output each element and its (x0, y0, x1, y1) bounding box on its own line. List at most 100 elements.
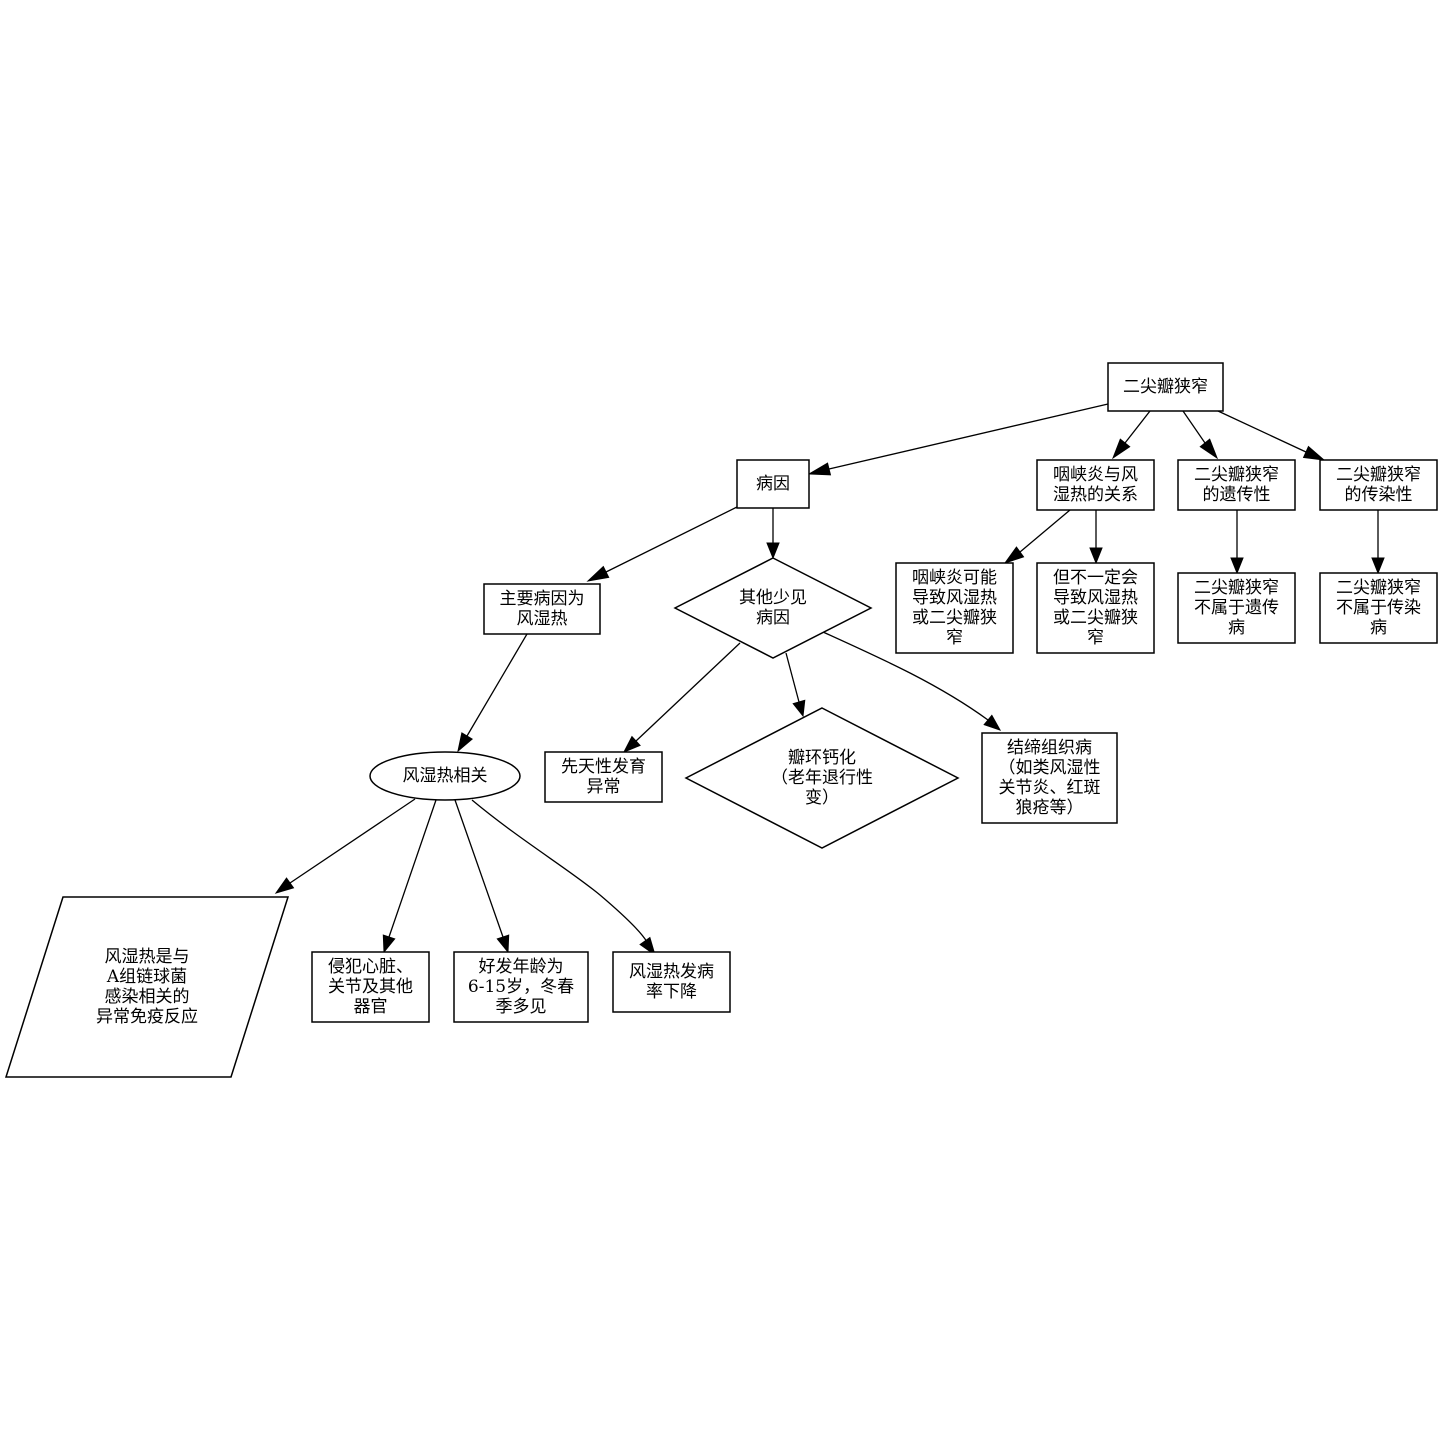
node-label-line: 率下降 (646, 982, 697, 1002)
arrowhead-icon (639, 936, 656, 957)
arrowhead-icon (382, 934, 396, 954)
edge-root-to-heredity (1182, 410, 1219, 460)
edge-root-to-cause (807, 403, 1109, 476)
arrowhead-icon (586, 565, 610, 582)
edge-line (605, 506, 738, 573)
edge-rheumatic-to-organs (382, 799, 437, 954)
node-box (311, 951, 430, 1023)
node-label-line: 导致风湿热 (912, 588, 997, 608)
node-box (1177, 572, 1296, 644)
node-label-line: 但不一定会 (1053, 568, 1138, 588)
edge-line (785, 652, 800, 703)
arrowhead-icon (1003, 546, 1025, 564)
node-label-line: 异常 (587, 777, 621, 797)
edge-line (466, 633, 528, 737)
arrowhead-icon (1089, 547, 1103, 565)
node-label-line: 窄 (946, 628, 963, 648)
arrowhead-icon (766, 542, 780, 560)
node-label-line: 风湿热 (517, 609, 568, 629)
edge-infectivity-to-not_infectious (1371, 510, 1385, 575)
node-box (895, 562, 1014, 654)
node-label-line: 二尖瓣狭窄 (1336, 578, 1421, 598)
edge-line (388, 799, 437, 938)
node-label-line: 的遗传性 (1203, 485, 1271, 505)
node-label-line: 不属于遗传 (1194, 598, 1279, 618)
node-label-line: 主要病因为 (500, 589, 585, 609)
edge-cause-to-other_cause (766, 508, 780, 560)
node-cause: 病因 (736, 459, 810, 509)
node-rheumatic: 风湿热相关 (369, 751, 521, 801)
node-box (612, 951, 731, 1013)
node-label-line: 季多见 (496, 997, 547, 1017)
edge-line (822, 631, 989, 721)
node-label-line: 不属于传染 (1336, 598, 1421, 618)
node-label-line: 病因 (756, 608, 790, 628)
node-label-line: 导致风湿热 (1053, 588, 1138, 608)
edge-line (635, 642, 741, 742)
edge-other_cause-to-congenital (622, 642, 741, 753)
node-label-line: 其他少见 (739, 588, 807, 608)
node-box (544, 751, 663, 803)
node-label-line: 侵犯心脏、 (328, 957, 413, 977)
node-label-line: 异常免疫反应 (96, 1007, 198, 1027)
edge-pharyngitis-to-pharyngitis_not (1089, 510, 1103, 565)
node-label-line: 风湿热是与 (105, 947, 190, 967)
edge-line (828, 403, 1109, 470)
node-label-line: 狼疮等） (1016, 798, 1084, 818)
edge-other_cause-to-calcification (785, 652, 806, 718)
node-label-line: 变） (805, 788, 839, 808)
node-label-line: 风湿热相关 (403, 766, 488, 786)
node-box (1036, 562, 1155, 654)
node-box (1036, 459, 1155, 511)
edge-line (1182, 410, 1206, 444)
node-label-line: 窄 (1087, 628, 1104, 648)
node-label-line: 病 (1228, 618, 1245, 638)
node-label-line: （如类风湿性 (999, 758, 1101, 778)
node-label-line: 瓣环钙化 (788, 748, 856, 768)
node-box (1177, 459, 1296, 511)
node-label-line: 感染相关的 (105, 987, 190, 1007)
nodes-layer: 二尖瓣狭窄病因咽峡炎与风湿热的关系二尖瓣狭窄的遗传性二尖瓣狭窄的传染性主要病因为… (4, 362, 1438, 1078)
node-diamond (684, 707, 960, 849)
node-label-line: 病 (1370, 618, 1387, 638)
edge-line (454, 799, 504, 938)
node-label-line: 6-15岁，冬春 (468, 977, 574, 997)
edge-rheumatic-to-decline (471, 799, 656, 957)
node-label-line: 或二尖瓣狭 (1053, 608, 1138, 628)
node-box (1319, 459, 1438, 511)
node-label-line: （老年退行性 (771, 768, 873, 788)
edge-line (1019, 509, 1071, 553)
edge-root-to-infectivity (1217, 410, 1326, 461)
node-diamond (673, 557, 873, 659)
arrowhead-icon (1371, 557, 1385, 575)
edge-cause-to-main_cause (586, 506, 738, 582)
arrowhead-icon (457, 732, 474, 753)
node-label-line: 关节及其他 (328, 977, 413, 997)
node-box (1319, 572, 1438, 644)
arrowhead-icon (983, 714, 1002, 731)
edges-layer (274, 403, 1385, 957)
arrowhead-icon (1111, 438, 1131, 460)
arrowhead-icon (1230, 557, 1244, 575)
node-box (483, 583, 601, 635)
node-root: 二尖瓣狭窄 (1107, 362, 1224, 412)
edge-main_cause-to-rheumatic (457, 633, 528, 753)
edge-other_cause-to-connective (822, 631, 1002, 731)
edge-root-to-pharyngitis (1111, 410, 1151, 460)
arrowhead-icon (1302, 445, 1326, 461)
node-box (1107, 362, 1224, 412)
node-label-line: 的传染性 (1345, 485, 1413, 505)
node-label-line: 先天性发育 (561, 757, 646, 777)
node-label-line: 二尖瓣狭窄 (1194, 465, 1279, 485)
arrowhead-icon (792, 699, 806, 718)
